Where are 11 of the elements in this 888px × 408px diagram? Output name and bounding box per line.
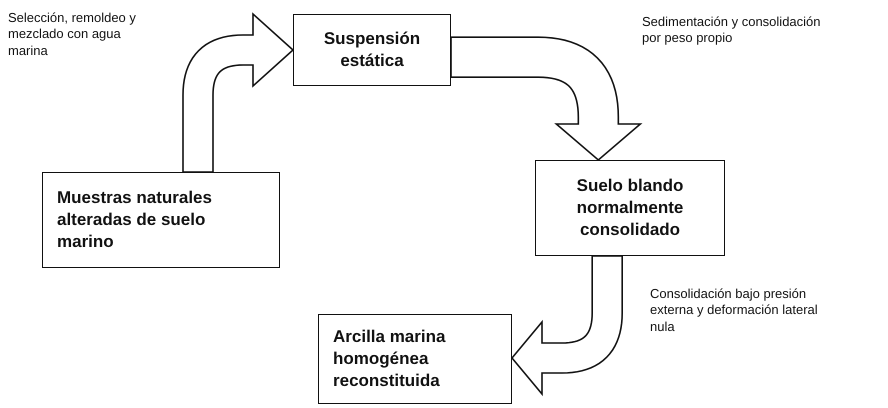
block-arrow [450, 36, 642, 162]
process-box [293, 14, 451, 86]
block-arrow [182, 12, 294, 173]
process-box [535, 160, 725, 256]
box-text: Suelo blando normalmente consolidado [576, 174, 684, 242]
box-text: Suspensión estática [322, 28, 422, 72]
block-arrow [510, 255, 623, 396]
box-text: Muestras naturales alteradas de suelo marino [57, 186, 213, 254]
process-box [318, 314, 512, 404]
process-box [42, 172, 280, 268]
box-text: Arcilla marina homogénea reconstituida [333, 326, 446, 392]
